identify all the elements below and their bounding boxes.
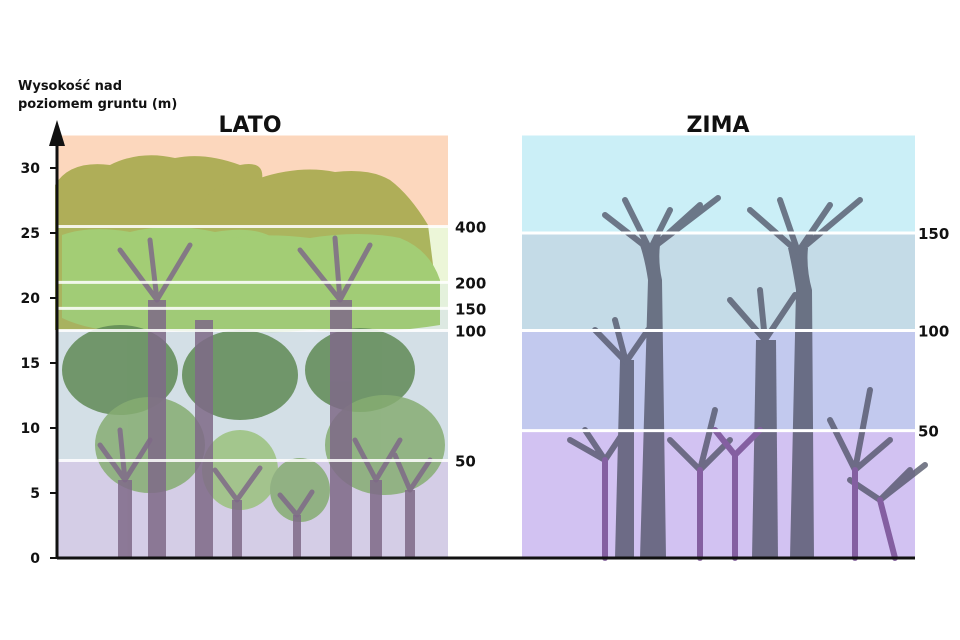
winter-band-2 (522, 233, 915, 331)
summer-level-label-100: 100 (455, 323, 486, 341)
winter-band-1 (522, 330, 915, 431)
winter-level-labels: 150 100 50 (918, 225, 949, 441)
winter-bands (522, 135, 915, 558)
winter-title: ZIMA (686, 113, 749, 138)
winter-level-label-50: 50 (918, 423, 939, 441)
y-tick-label: 25 (21, 226, 40, 242)
y-tick-label: 15 (21, 356, 40, 372)
lower-canopy (95, 395, 445, 522)
y-axis-ticks: 0 5 10 15 20 25 30 (21, 161, 57, 567)
winter-band-3 (522, 135, 915, 233)
summer-trunks (118, 300, 415, 558)
winter-level-lines (522, 231, 915, 433)
y-axis: 0 5 10 15 20 25 30 (21, 120, 915, 567)
summer-level-label-200: 200 (455, 274, 486, 292)
summer-trees-illustration (55, 155, 445, 558)
summer-level-label-50: 50 (455, 453, 476, 471)
upper-canopy (55, 155, 440, 333)
summer-level-label-400: 400 (455, 219, 486, 237)
axis-arrow-icon (49, 120, 65, 146)
winter-level-label-100: 100 (918, 323, 949, 341)
axis-title-line2: poziomem gruntu (m) (18, 97, 177, 112)
axis-title-line1: Wysokość nad (18, 79, 122, 94)
y-tick-label: 20 (21, 291, 41, 307)
summer-branches (97, 235, 433, 518)
winter-trunks (615, 245, 814, 558)
summer-level-labels: 400 200 150 100 50 (455, 219, 486, 471)
y-tick-label: 10 (21, 421, 41, 437)
summer-level-label-150: 150 (455, 300, 486, 318)
y-tick-label: 0 (30, 551, 40, 567)
summer-title: LATO (218, 113, 281, 138)
winter-small-trees (602, 427, 898, 561)
y-tick-label: 5 (30, 486, 40, 502)
summer-level-lines (57, 225, 448, 462)
y-tick-label: 30 (21, 161, 41, 177)
winter-level-label-150: 150 (918, 225, 949, 243)
